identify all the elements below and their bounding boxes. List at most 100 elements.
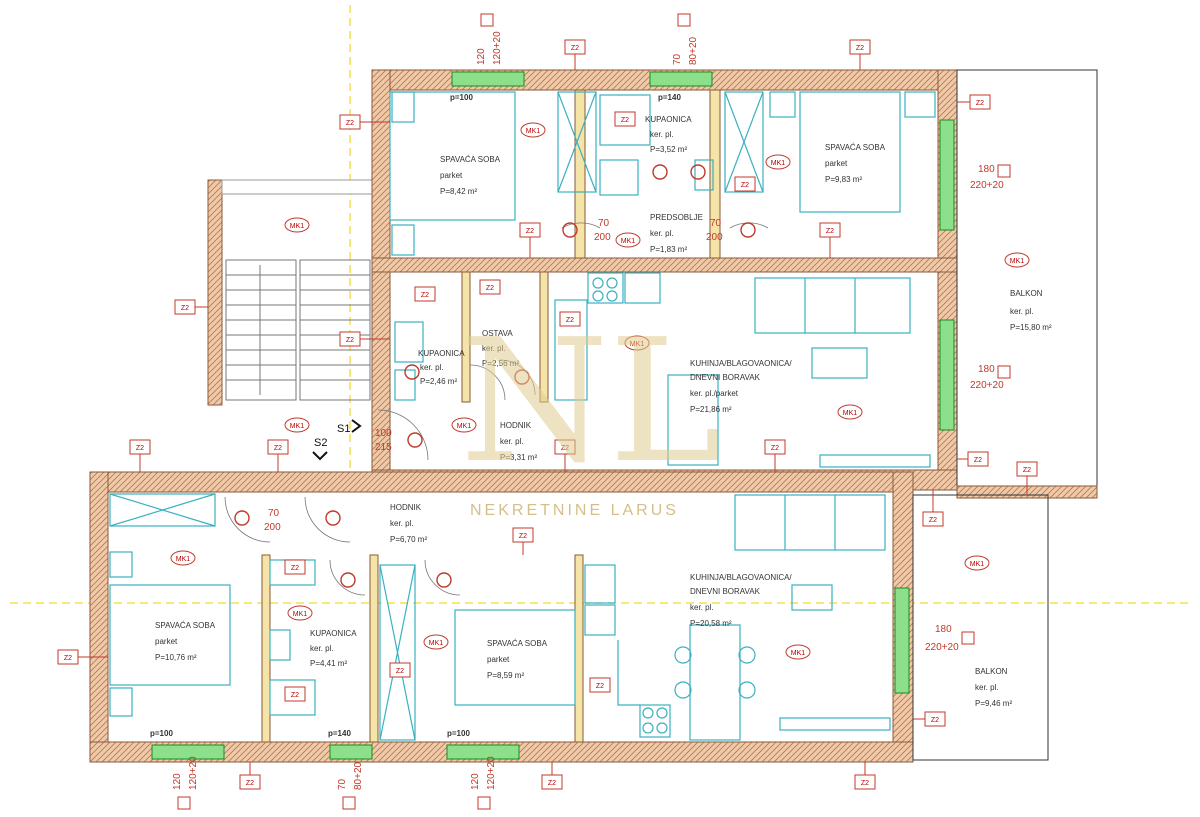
svg-text:NEKRETNINE LARUS: NEKRETNINE LARUS xyxy=(470,502,679,519)
lower-furniture xyxy=(109,493,891,741)
door-swings xyxy=(224,222,769,596)
svg-text:P=15,80 m²: P=15,80 m² xyxy=(1010,323,1052,332)
svg-text:MK1: MK1 xyxy=(843,410,858,417)
svg-text:70: 70 xyxy=(268,508,280,519)
svg-text:KUPAONICA: KUPAONICA xyxy=(418,349,465,358)
svg-text:KUHINJA/BLAGOVAONICA/: KUHINJA/BLAGOVAONICA/ xyxy=(690,359,792,368)
svg-text:MK1: MK1 xyxy=(526,128,541,135)
svg-text:100: 100 xyxy=(375,428,392,439)
svg-text:MK1: MK1 xyxy=(771,160,786,167)
svg-text:P=6,70 m²: P=6,70 m² xyxy=(390,535,427,544)
room-bedroom-lower-left: SPAVAĆA SOBA parket P=10,76 m² xyxy=(155,621,216,662)
svg-text:S2: S2 xyxy=(314,437,327,449)
svg-text:ker. pl.: ker. pl. xyxy=(1010,307,1034,316)
svg-text:Z2: Z2 xyxy=(976,100,984,107)
svg-text:P=4,41 m²: P=4,41 m² xyxy=(310,659,347,668)
svg-text:MK1: MK1 xyxy=(1010,258,1025,265)
svg-text:80+20: 80+20 xyxy=(688,36,699,65)
svg-text:120+20: 120+20 xyxy=(492,31,503,65)
svg-text:parket: parket xyxy=(155,637,178,646)
svg-text:KUPAONICA: KUPAONICA xyxy=(645,115,692,124)
svg-text:P=9,46 m²: P=9,46 m² xyxy=(975,699,1012,708)
svg-text:SPAVAĆA SOBA: SPAVAĆA SOBA xyxy=(155,621,216,630)
svg-text:HODNIK: HODNIK xyxy=(500,421,532,430)
svg-text:NL: NL xyxy=(460,303,722,501)
sill-labels: p=100 p=140 p=100 p=140 p=100 xyxy=(150,93,681,738)
svg-text:Z2: Z2 xyxy=(526,228,534,235)
svg-text:ker. pl.: ker. pl. xyxy=(390,519,414,528)
svg-text:Z2: Z2 xyxy=(486,285,494,292)
window-dimensions: 120 120+20 70 80+20 180 220+20 180 220+2… xyxy=(172,31,1004,790)
svg-text:120: 120 xyxy=(172,773,183,790)
svg-text:P=1,83 m²: P=1,83 m² xyxy=(650,245,687,254)
svg-text:MK1: MK1 xyxy=(429,640,444,647)
svg-text:Z2: Z2 xyxy=(548,780,556,787)
svg-text:Z2: Z2 xyxy=(136,445,144,452)
stairwell xyxy=(207,179,373,406)
svg-text:MK1: MK1 xyxy=(791,650,806,657)
svg-text:MK1: MK1 xyxy=(630,341,645,348)
room-living-lower: KUHINJA/BLAGOVAONICA/ DNEVNI BORAVAK ker… xyxy=(690,573,792,628)
svg-text:ker. pl.: ker. pl. xyxy=(500,437,524,446)
svg-text:BALKON: BALKON xyxy=(975,667,1008,676)
svg-text:HODNIK: HODNIK xyxy=(390,503,422,512)
room-corridor-lower: HODNIK ker. pl. P=6,70 m² xyxy=(390,503,427,544)
svg-text:220+20: 220+20 xyxy=(970,180,1004,191)
svg-text:ker. pl.: ker. pl. xyxy=(975,683,999,692)
room-storage-upper: OSTAVA ker. pl. P=2,56 m² xyxy=(482,329,519,368)
svg-text:180: 180 xyxy=(978,164,995,175)
svg-text:Z2: Z2 xyxy=(519,533,527,540)
svg-text:Z2: Z2 xyxy=(346,337,354,344)
svg-text:ker. pl.: ker. pl. xyxy=(650,130,674,139)
room-bedroom-upper-left: SPAVAĆA SOBA parket P=8,42 m² xyxy=(440,155,501,196)
room-bedroom-lower-mid: SPAVAĆA SOBA parket P=8,59 m² xyxy=(487,639,548,680)
svg-text:Z2: Z2 xyxy=(929,517,937,524)
room-bedroom-upper-right: SPAVAĆA SOBA parket P=9,83 m² xyxy=(825,143,886,184)
svg-text:Z2: Z2 xyxy=(1023,467,1031,474)
svg-text:70: 70 xyxy=(337,778,348,790)
svg-text:Z2: Z2 xyxy=(246,780,254,787)
svg-text:parket: parket xyxy=(487,655,510,664)
svg-text:Z2: Z2 xyxy=(974,457,982,464)
svg-text:MK1: MK1 xyxy=(621,238,636,245)
room-bathroom-lower: KUPAONICA ker. pl. P=4,41 m² xyxy=(310,629,357,668)
upper-windows xyxy=(451,71,955,431)
svg-text:BALKON: BALKON xyxy=(1010,289,1043,298)
svg-text:SPAVAĆA SOBA: SPAVAĆA SOBA xyxy=(825,143,886,152)
svg-text:p=140: p=140 xyxy=(328,729,351,738)
svg-text:Z2: Z2 xyxy=(931,717,939,724)
svg-text:MK1: MK1 xyxy=(970,561,985,568)
svg-text:200: 200 xyxy=(264,522,281,533)
svg-text:220+20: 220+20 xyxy=(970,380,1004,391)
svg-text:p=140: p=140 xyxy=(658,93,681,102)
svg-text:Z2: Z2 xyxy=(861,780,869,787)
svg-text:KUHINJA/BLAGOVAONICA/: KUHINJA/BLAGOVAONICA/ xyxy=(690,573,792,582)
svg-text:Z2: Z2 xyxy=(396,668,404,675)
lower-windows xyxy=(151,587,910,760)
svg-text:Z2: Z2 xyxy=(181,305,189,312)
svg-text:P=9,83 m²: P=9,83 m² xyxy=(825,175,862,184)
svg-text:70: 70 xyxy=(710,218,722,229)
room-balcony-upper: BALKON ker. pl. P=15,80 m² xyxy=(1010,289,1052,332)
svg-text:parket: parket xyxy=(440,171,463,180)
svg-text:Z2: Z2 xyxy=(346,120,354,127)
upper-balcony-outline xyxy=(956,69,1098,489)
svg-text:ker. pl.: ker. pl. xyxy=(482,344,506,353)
svg-text:180: 180 xyxy=(978,364,995,375)
svg-text:220+20: 220+20 xyxy=(925,642,959,653)
room-bathroom-upper-left: KUPAONICA ker. pl. P=2,46 m² xyxy=(418,349,465,386)
svg-text:P=21,86 m²: P=21,86 m² xyxy=(690,405,732,414)
svg-text:Z2: Z2 xyxy=(274,445,282,452)
svg-text:OSTAVA: OSTAVA xyxy=(482,329,513,338)
svg-text:120+20: 120+20 xyxy=(486,756,497,790)
svg-text:Z2: Z2 xyxy=(771,445,779,452)
door-markers xyxy=(234,164,756,588)
door-dimensions: 70 200 70 200 70 200 100 215 xyxy=(264,218,723,533)
svg-text:180: 180 xyxy=(935,624,952,635)
svg-text:SPAVAĆA SOBA: SPAVAĆA SOBA xyxy=(440,155,501,164)
svg-text:P=20,58 m²: P=20,58 m² xyxy=(690,619,732,628)
svg-text:parket: parket xyxy=(825,159,848,168)
